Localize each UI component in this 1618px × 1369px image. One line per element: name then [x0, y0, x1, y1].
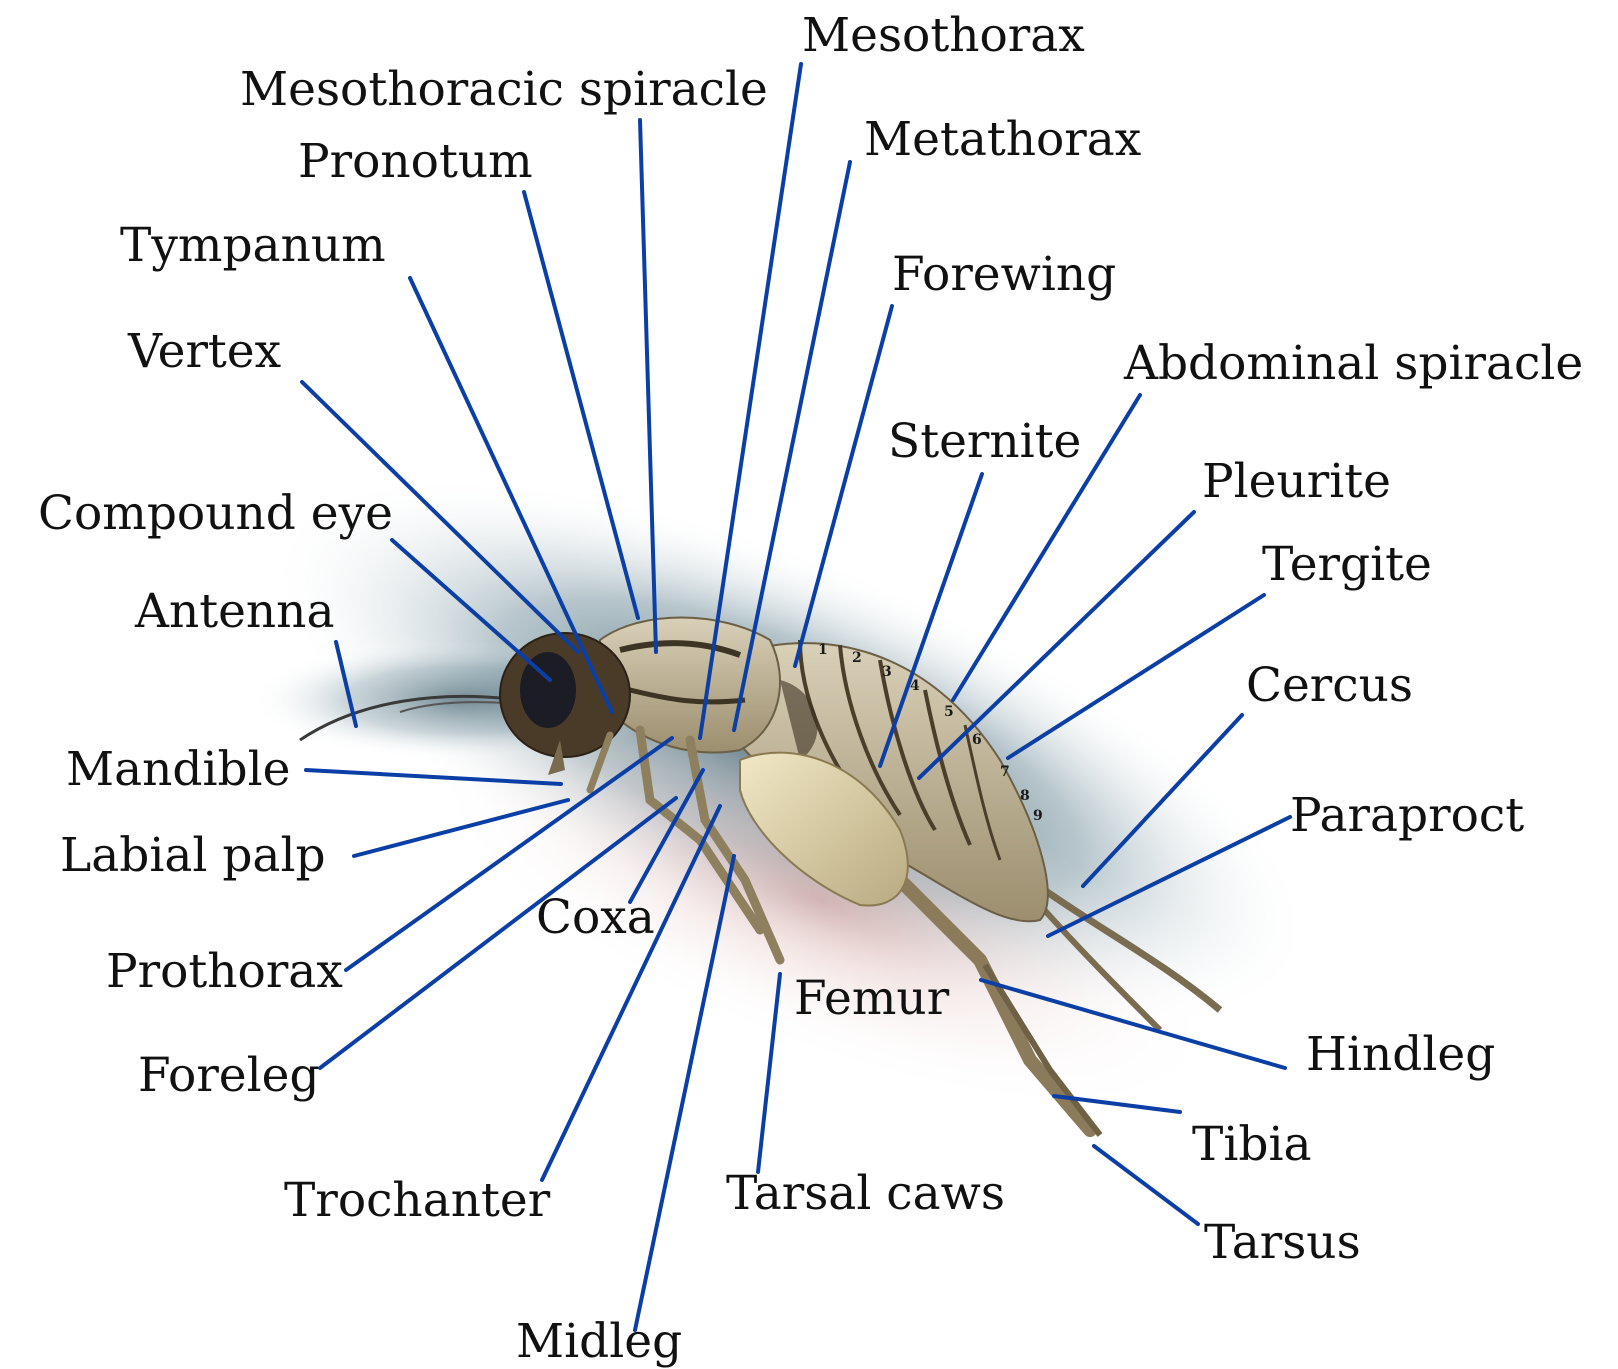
- segment-number: 5: [944, 704, 954, 720]
- segment-number: 1: [818, 642, 828, 658]
- label-tympanum: Tympanum: [120, 222, 386, 269]
- segment-number: 8: [1020, 788, 1030, 804]
- label-compound-eye: Compound eye: [38, 490, 393, 537]
- label-sternite: Sternite: [888, 418, 1081, 465]
- label-tibia: Tibia: [1192, 1121, 1312, 1168]
- label-foreleg: Foreleg: [138, 1052, 320, 1099]
- segment-number: 2: [852, 650, 862, 666]
- label-labial-palp: Labial palp: [60, 832, 326, 879]
- label-antenna: Antenna: [135, 588, 334, 635]
- label-paraproct: Paraproct: [1290, 792, 1524, 839]
- label-cercus: Cercus: [1246, 662, 1413, 709]
- label-hindleg: Hindleg: [1306, 1031, 1495, 1078]
- label-metathorax: Metathorax: [864, 116, 1141, 163]
- segment-number: 3: [882, 664, 892, 680]
- label-coxa: Coxa: [536, 894, 655, 941]
- label-trochanter: Trochanter: [284, 1177, 550, 1224]
- label-tarsus: Tarsus: [1204, 1219, 1361, 1266]
- segment-number: 6: [972, 732, 982, 748]
- label-prothorax: Prothorax: [106, 948, 343, 995]
- label-pleurite: Pleurite: [1202, 458, 1391, 505]
- label-tergite: Tergite: [1262, 541, 1432, 588]
- label-abdominal-spiracle: Abdominal spiracle: [1124, 340, 1583, 387]
- label-tarsal-caws: Tarsal caws: [726, 1170, 1005, 1217]
- segment-number: 9: [1033, 808, 1043, 824]
- label-pronotum: Pronotum: [298, 138, 533, 185]
- label-vertex: Vertex: [128, 328, 281, 375]
- leader-line-tarsus: [1094, 1146, 1198, 1224]
- label-mesothoracic-spiracle: Mesothoracic spiracle: [240, 66, 768, 113]
- label-midleg: Midleg: [516, 1318, 682, 1365]
- label-forewing: Forewing: [892, 251, 1116, 298]
- label-femur: Femur: [794, 975, 949, 1022]
- segment-number: 7: [1000, 764, 1010, 780]
- label-mesothorax: Mesothorax: [802, 12, 1085, 59]
- label-mandible: Mandible: [66, 746, 290, 793]
